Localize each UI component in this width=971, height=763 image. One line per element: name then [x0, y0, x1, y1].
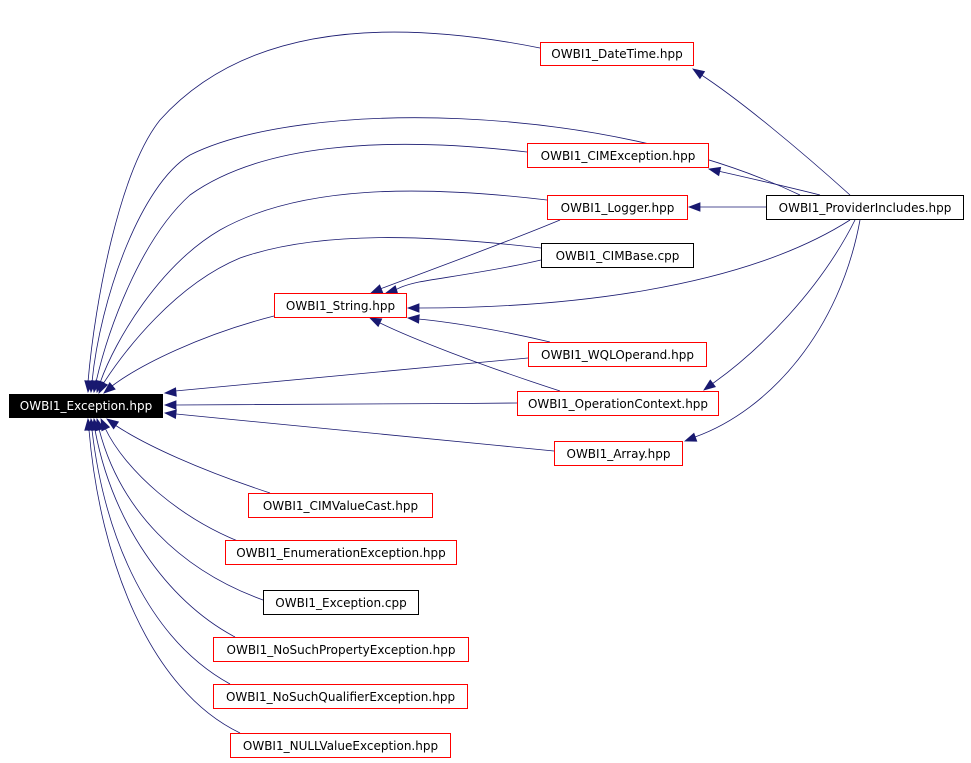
edge-cimbase-cpp-to-exception-hpp: [98, 237, 542, 395]
arrowhead: [687, 202, 701, 212]
node-owbi1-array-hpp[interactable]: OWBI1_Array.hpp: [554, 441, 683, 466]
node-owbi1-nosuchpropertyexception-hpp[interactable]: OWBI1_NoSuchPropertyException.hpp: [213, 637, 469, 662]
edge-cimvaluecast-hpp-to-exception-hpp: [106, 418, 271, 494]
node-owbi1-exception-cpp[interactable]: OWBI1_Exception.cpp: [263, 590, 419, 615]
arrowhead: [406, 303, 420, 313]
node-owbi1-cimexception-hpp[interactable]: OWBI1_CIMException.hpp: [527, 143, 709, 168]
arrowhead: [103, 382, 116, 394]
edge-providerincludes-hpp-to-operationcontext-hpp: [703, 219, 856, 391]
edge-nullvalue-hpp-to-exception-hpp: [84, 417, 241, 734]
edge-logger-hpp-to-exception-hpp: [95, 190, 548, 394]
arrowhead: [692, 68, 706, 80]
edge-nosuchqualifier-hpp-to-exception-hpp: [87, 417, 231, 685]
edge-providerincludes-hpp-to-cimexception-hpp: [707, 166, 821, 196]
node-owbi1-nosuchqualifierexception-hpp[interactable]: OWBI1_NoSuchQualifierException.hpp: [213, 684, 468, 709]
arrowhead: [163, 409, 177, 419]
node-owbi1-enumerationexception-hpp[interactable]: OWBI1_EnumerationException.hpp: [225, 540, 457, 565]
node-owbi1-wqloperand-hpp[interactable]: OWBI1_WQLOperand.hpp: [528, 342, 707, 367]
arrowhead: [369, 284, 384, 294]
edge-cimbase-cpp-to-string-hpp: [384, 259, 542, 295]
edge-datetime-hpp-to-exception-hpp: [84, 31, 541, 394]
node-owbi1-providerincludes-hpp[interactable]: OWBI1_ProviderIncludes.hpp: [766, 195, 964, 220]
node-owbi1-cimbase-cpp[interactable]: OWBI1_CIMBase.cpp: [541, 243, 694, 268]
edge-string-hpp-to-exception-hpp: [103, 315, 275, 394]
edge-providerincludes-hpp-to-string-hpp: [406, 219, 851, 313]
arrowhead: [163, 387, 177, 397]
node-owbi1-datetime-hpp[interactable]: OWBI1_DateTime.hpp: [540, 42, 694, 66]
edge-providerincludes-hpp-to-datetime-hpp: [692, 68, 851, 196]
arrowhead: [707, 166, 722, 177]
node-owbi1-exception-hpp: OWBI1_Exception.hpp: [9, 394, 163, 418]
node-owbi1-operationcontext-hpp[interactable]: OWBI1_OperationContext.hpp: [517, 391, 719, 416]
node-owbi1-nullvalueexception-hpp[interactable]: OWBI1_NULLValueException.hpp: [230, 733, 451, 758]
arrowhead: [106, 418, 120, 430]
arrowhead: [683, 432, 698, 442]
edge-providerincludes-hpp-to-array-hpp: [683, 219, 861, 442]
edge-providerincludes-hpp-to-logger-hpp: [687, 202, 767, 212]
node-owbi1-string-hpp[interactable]: OWBI1_String.hpp: [274, 293, 407, 318]
arrowhead: [703, 379, 716, 391]
edge-cimexception-hpp-to-exception-hpp: [91, 143, 528, 394]
arrowhead: [368, 317, 383, 328]
arrowhead: [98, 380, 109, 395]
arrowhead: [163, 400, 177, 410]
edge-wqloperand-hpp-to-exception-hpp: [163, 357, 529, 397]
edge-wqloperand-hpp-to-string-hpp: [406, 314, 551, 343]
node-owbi1-logger-hpp[interactable]: OWBI1_Logger.hpp: [547, 195, 688, 220]
edge-layer: [84, 31, 861, 734]
edge-enumerationexception-hpp-to-exception-hpp: [100, 417, 249, 546]
edge-array-hpp-to-exception-hpp: [163, 409, 555, 452]
node-owbi1-cimvaluecast-hpp[interactable]: OWBI1_CIMValueCast.hpp: [248, 493, 433, 518]
arrowhead: [84, 417, 94, 431]
edge-operationcontext-hpp-to-exception-hpp: [163, 400, 518, 410]
arrowhead: [406, 314, 420, 324]
edge-logger-hpp-to-string-hpp: [369, 219, 561, 294]
edge-operationcontext-hpp-to-string-hpp: [368, 317, 561, 392]
